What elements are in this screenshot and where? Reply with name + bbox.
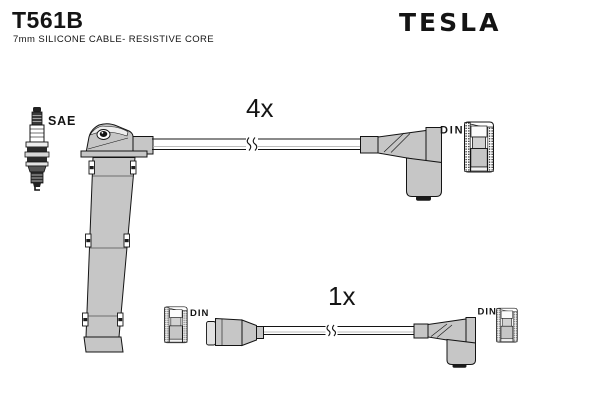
boot-clip (82, 312, 89, 327)
quantity-label-4x: 4x (246, 93, 273, 123)
plug-end-boot-1x (413, 317, 476, 368)
boot-clip (117, 312, 124, 327)
sae-label: SAE (48, 114, 76, 128)
plug-end-boot-4x (360, 127, 442, 201)
boot-clip (88, 160, 95, 175)
din-connector-cross-section-4x (464, 121, 494, 173)
cable-break-mark (326, 324, 331, 337)
coil-end-boot-4x (80, 123, 154, 353)
boot-clip (123, 233, 130, 248)
cable-break-mark (252, 137, 258, 151)
ignition-cable-1x (263, 324, 415, 337)
tesla-brand-logo: TESLA (399, 8, 501, 37)
cable-break-mark (246, 137, 252, 151)
boot-clip (85, 233, 92, 248)
part-number: T561B (12, 7, 84, 33)
spark-plug-illustration (24, 107, 50, 191)
din-label-1x-right: DIN (478, 307, 497, 318)
straight-plug-boot-1x (206, 317, 264, 347)
cable-break-mark (331, 324, 337, 337)
boot-clip (130, 160, 137, 175)
boot-contact-nub (416, 196, 431, 201)
product-description: 7mm SILICONE CABLE- RESISTIVE CORE (13, 34, 215, 45)
din-label-1x-left: DIN (190, 308, 209, 319)
quantity-label-1x: 1x (328, 281, 355, 311)
boot-contact-nub (452, 364, 467, 368)
tesla-logo-text: TESLA (399, 8, 501, 37)
din-connector-cross-section-1x-left (164, 306, 188, 344)
din-connector-cross-section-1x-right (496, 307, 518, 343)
ignition-cable-4x (152, 137, 361, 151)
din-label-4x: DIN (440, 125, 464, 137)
